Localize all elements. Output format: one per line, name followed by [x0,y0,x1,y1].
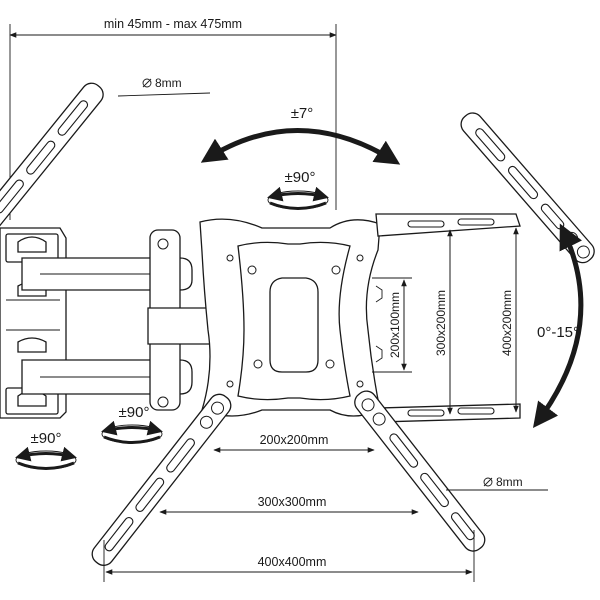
bolt-callout-bottom: 8mm [446,475,548,491]
curved-double-arrow-icon [200,128,401,165]
tilt-indicator: 0°-15° [532,223,584,428]
bolt-callout-top: 8mm [117,76,211,97]
swivel-arm-wall-label: ±90° [31,430,62,447]
vesa-400x400-label: 400x400mm [258,555,327,569]
swivel-arm-wall-indicator: ±90° [15,430,77,470]
tv-mounting-plate [199,218,383,417]
arm-extension-label: min 45mm - max 475mm [104,17,242,31]
vesa-200x200-label: 200x200mm [260,433,329,447]
bracket-top-left [0,82,104,253]
curved-double-arrow-icon [15,446,77,462]
roll-rotation-indicator: ±7° [200,105,401,165]
vesa-300x200-dimension: 300x200mm [434,229,453,415]
bracket-top-right [460,112,595,264]
diameter-icon [483,477,493,487]
swivel-arm-mid-indicator: ±90° [101,404,163,444]
roll-label: ±7° [291,105,314,122]
vesa-400x200-label: 400x200mm [500,290,514,356]
swivel-plate-label: ±90° [285,169,316,186]
articulating-arms [21,229,221,411]
horizontal-extension-bars [375,213,521,423]
curved-double-arrow-icon [267,186,329,202]
vesa-200x100-dimension: 200x100mm [372,277,412,373]
curved-double-arrow-icon [101,420,163,436]
vesa-300x300-label: 300x300mm [258,495,327,509]
bracket-bottom-left [91,393,232,566]
diameter-icon [142,78,152,88]
swivel-arm-mid-label: ±90° [119,404,150,421]
swivel-plate-indicator: ±90° [267,169,329,210]
bracket-bottom-right [354,390,486,552]
bolt-top-label: 8mm [155,76,182,90]
bolt-bottom-label: 8mm [496,475,523,489]
vesa-400x200-dimension: 400x200mm [500,227,519,413]
vesa-300x300-dimension: 300x300mm [159,495,419,515]
tilt-label: 0°-15° [537,324,579,341]
vesa-400x400-dimension: 400x400mm [103,530,475,582]
vesa-200x200-dimension: 200x200mm [213,433,375,453]
vesa-300x200-label: 300x200mm [434,290,448,356]
arm-extension-dimension: min 45mm - max 475mm [9,17,337,220]
vesa-200x100-label: 200x100mm [388,292,402,358]
curved-double-arrow-icon [532,223,584,428]
